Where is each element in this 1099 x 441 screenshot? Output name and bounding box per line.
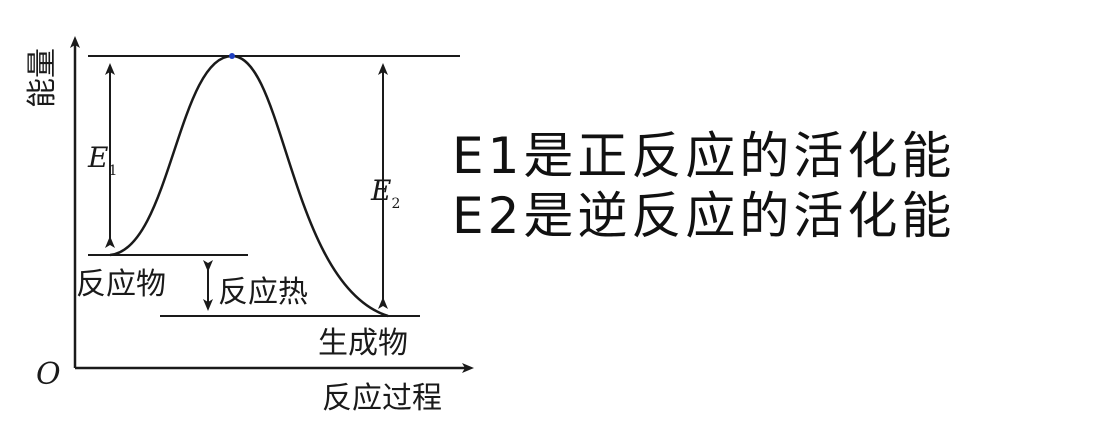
heat-label: 反应热 — [218, 275, 308, 310]
note-line-1: E1是正反应的活化能 — [452, 127, 955, 185]
note-line-2: E2是逆反应的活化能 — [452, 187, 955, 245]
y-axis-label: 能量 — [25, 48, 60, 108]
e2-label: E2 — [370, 174, 400, 212]
products-label: 生成物 — [318, 326, 408, 361]
x-axis-label: 反应过程 — [322, 381, 442, 416]
e1-label: E1 — [87, 141, 117, 179]
reactants-label: 反应物 — [76, 267, 166, 302]
peak-dot — [229, 53, 235, 59]
origin-label: O — [36, 357, 61, 392]
